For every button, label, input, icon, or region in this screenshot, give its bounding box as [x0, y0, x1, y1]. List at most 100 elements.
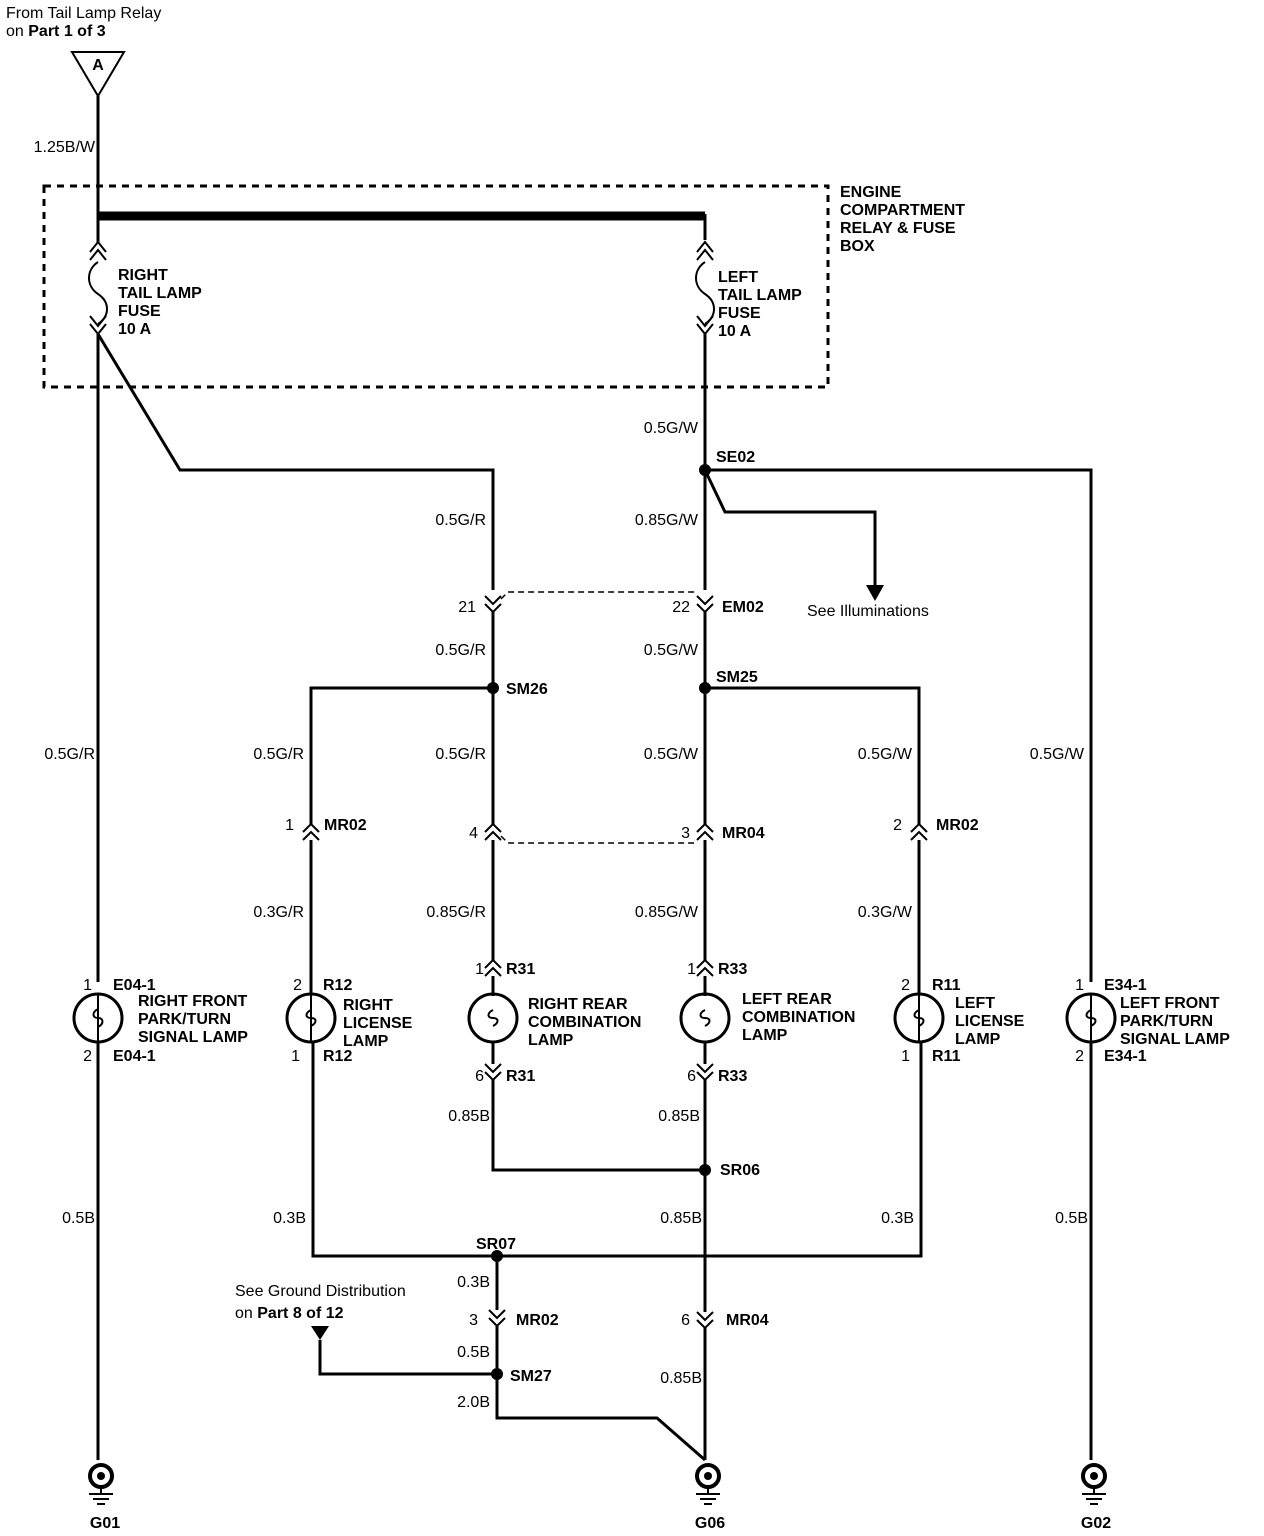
splice-label-sm27: SM27 [510, 1368, 552, 1385]
lr-pin-top: 1 [687, 961, 696, 978]
em02-pin-22: 22 [672, 599, 690, 616]
connector-r33-6 [696, 1063, 714, 1082]
lr-conn-top: R33 [718, 961, 747, 978]
rr-conn-bottom: R31 [506, 1068, 535, 1085]
wire-label-g01: 0.5B [62, 1210, 95, 1227]
wire-label-mr04-6-out: 0.85B [660, 1370, 702, 1387]
illumination-branch-wire [703, 469, 877, 585]
wire-label-r12-ground: 0.3B [273, 1210, 306, 1227]
ground-label-g02: G02 [1081, 1515, 1111, 1532]
splice-label-sm25: SM25 [716, 669, 758, 686]
rl-conn-bottom: R12 [323, 1048, 352, 1065]
left-license-feed-wire [705, 686, 921, 824]
rf-lamp-name: RIGHT FRONT PARK/TURN SIGNAL LAMP [138, 993, 252, 1046]
ll-conn-top: R11 [932, 977, 961, 994]
mr02-pin-3: 3 [469, 1312, 478, 1329]
wire-label-sm25-down: 0.5G/W [644, 746, 699, 763]
wire-label-right-fuse-down: 0.5G/R [435, 512, 486, 529]
connector-r33-1 [696, 958, 714, 977]
rr-lamp-name: RIGHT REAR COMBINATION LAMP [528, 996, 646, 1049]
rr-conn-top: R31 [506, 961, 535, 978]
ll-pin-top: 2 [901, 977, 910, 994]
sm27-out-wire [495, 1374, 706, 1462]
ground-ref-arrow-icon [311, 1326, 329, 1340]
ground-label-g01: G01 [90, 1515, 120, 1532]
wire-label-left-front-feed: 0.5G/W [1030, 746, 1085, 763]
lf-conn-top: E34-1 [1104, 977, 1147, 994]
fuse-box-outline [42, 184, 830, 389]
mr04-pin-3: 3 [681, 825, 690, 842]
wire-label-left-license-feed: 0.5G/W [858, 746, 913, 763]
right-fuse-label: RIGHT TAIL LAMP FUSE 10 A [118, 267, 206, 338]
wire-label-right-front-feed: 0.5G/R [44, 746, 95, 763]
wire-label-se02-down: 0.85G/W [635, 512, 699, 529]
right-fuse-branch-wire [96, 333, 495, 590]
connector-mr04-3 [696, 822, 714, 841]
rr-pin-top: 1 [475, 961, 484, 978]
wire-label-g02: 0.5B [1055, 1210, 1088, 1227]
splice-sr06 [699, 1164, 711, 1176]
connector-label-mr02-1: MR02 [324, 817, 367, 834]
splice-label-sr07: SR07 [476, 1236, 516, 1253]
rf-conn-top: E04-1 [113, 977, 156, 994]
connector-label-mr02-2: MR02 [936, 817, 979, 834]
lf-pin-bottom: 2 [1075, 1048, 1084, 1065]
rf-pin-bottom: 2 [83, 1048, 92, 1065]
connector-mr04-6 [696, 1311, 714, 1330]
rl-pin-bottom: 1 [291, 1048, 300, 1065]
connector-mr04-dashed-link [500, 835, 697, 844]
mr02-pin-1: 1 [285, 817, 294, 834]
connector-mr02-3 [488, 1309, 506, 1328]
left-license-lamp [893, 992, 945, 1044]
right-front-park-turn-lamp [72, 992, 124, 1044]
connector-label-mr04: MR04 [722, 825, 765, 842]
ground-ref-line1: See Ground Distribution [235, 1283, 406, 1300]
lr-lamp-name: LEFT REAR COMBINATION LAMP [742, 991, 860, 1044]
ground-ref-line2: on Part 8 of 12 [235, 1305, 344, 1322]
connector-label-mr04-6: MR04 [726, 1312, 769, 1329]
mr04-pin-4: 4 [469, 825, 478, 842]
lf-conn-bottom: E34-1 [1104, 1048, 1147, 1065]
illuminations-ref: See Illuminations [807, 603, 929, 620]
connector-em02-22 [696, 595, 714, 614]
wire-label-right-license-feed: 0.5G/R [253, 746, 304, 763]
connector-label-mr02-3: MR02 [516, 1312, 559, 1329]
lr-pin-bottom: 6 [687, 1068, 696, 1085]
wire-label-r31-ground: 0.85B [448, 1108, 490, 1125]
ll-pin-bottom: 1 [901, 1048, 910, 1065]
wire-label-left-fuse-out: 0.5G/W [644, 420, 699, 437]
rf-conn-bottom: E04-1 [113, 1048, 156, 1065]
left-rear-combination-lamp [679, 992, 731, 1044]
left-fuse-label: LEFT TAIL LAMP FUSE 10 A [718, 269, 806, 340]
ground-ref-wire [318, 1340, 497, 1376]
source-ref: on Part 1 of 3 [6, 23, 106, 40]
mr04-pin-6: 6 [681, 1312, 690, 1329]
illuminations-arrow-icon [866, 585, 884, 601]
ground-label-g06: G06 [695, 1515, 725, 1532]
wire-label-main-feed: 1.25B/W [34, 139, 96, 156]
source-label: From Tail Lamp Relay [6, 5, 161, 22]
rl-conn-top: R12 [323, 977, 352, 994]
wire-label-em02-right-out: 0.5G/R [435, 642, 486, 659]
wire-label-r11-ground: 0.3B [881, 1210, 914, 1227]
wire-label-mr04-4-out: 0.85G/R [426, 904, 486, 921]
splice-label-sr06: SR06 [720, 1162, 760, 1179]
ground-g06-icon [695, 1463, 721, 1505]
wire-label-sm27-out: 2.0B [457, 1394, 490, 1411]
ll-lamp-name: LEFT LICENSE LAMP [955, 995, 1029, 1048]
connector-a-triangle [70, 51, 126, 98]
connector-a-label: A [92, 57, 104, 74]
rl-pin-top: 2 [293, 977, 302, 994]
wire-label-mr02-3-out: 0.5B [457, 1344, 490, 1361]
left-front-feed-wire [705, 468, 1093, 982]
rl-lamp-name: RIGHT LICENSE LAMP [343, 997, 417, 1050]
lf-lamp-name: LEFT FRONT PARK/TURN SIGNAL LAMP [1120, 995, 1230, 1048]
right-license-lamp [285, 992, 337, 1044]
connector-r31-6 [484, 1063, 502, 1082]
ground-g01-icon [88, 1463, 114, 1505]
wire-label-mr04-3-out: 0.85G/W [635, 904, 699, 921]
right-tail-lamp-fuse [88, 214, 108, 336]
right-rear-combination-lamp [467, 992, 519, 1044]
wire-label-mr02-2-out: 0.3G/W [858, 904, 913, 921]
